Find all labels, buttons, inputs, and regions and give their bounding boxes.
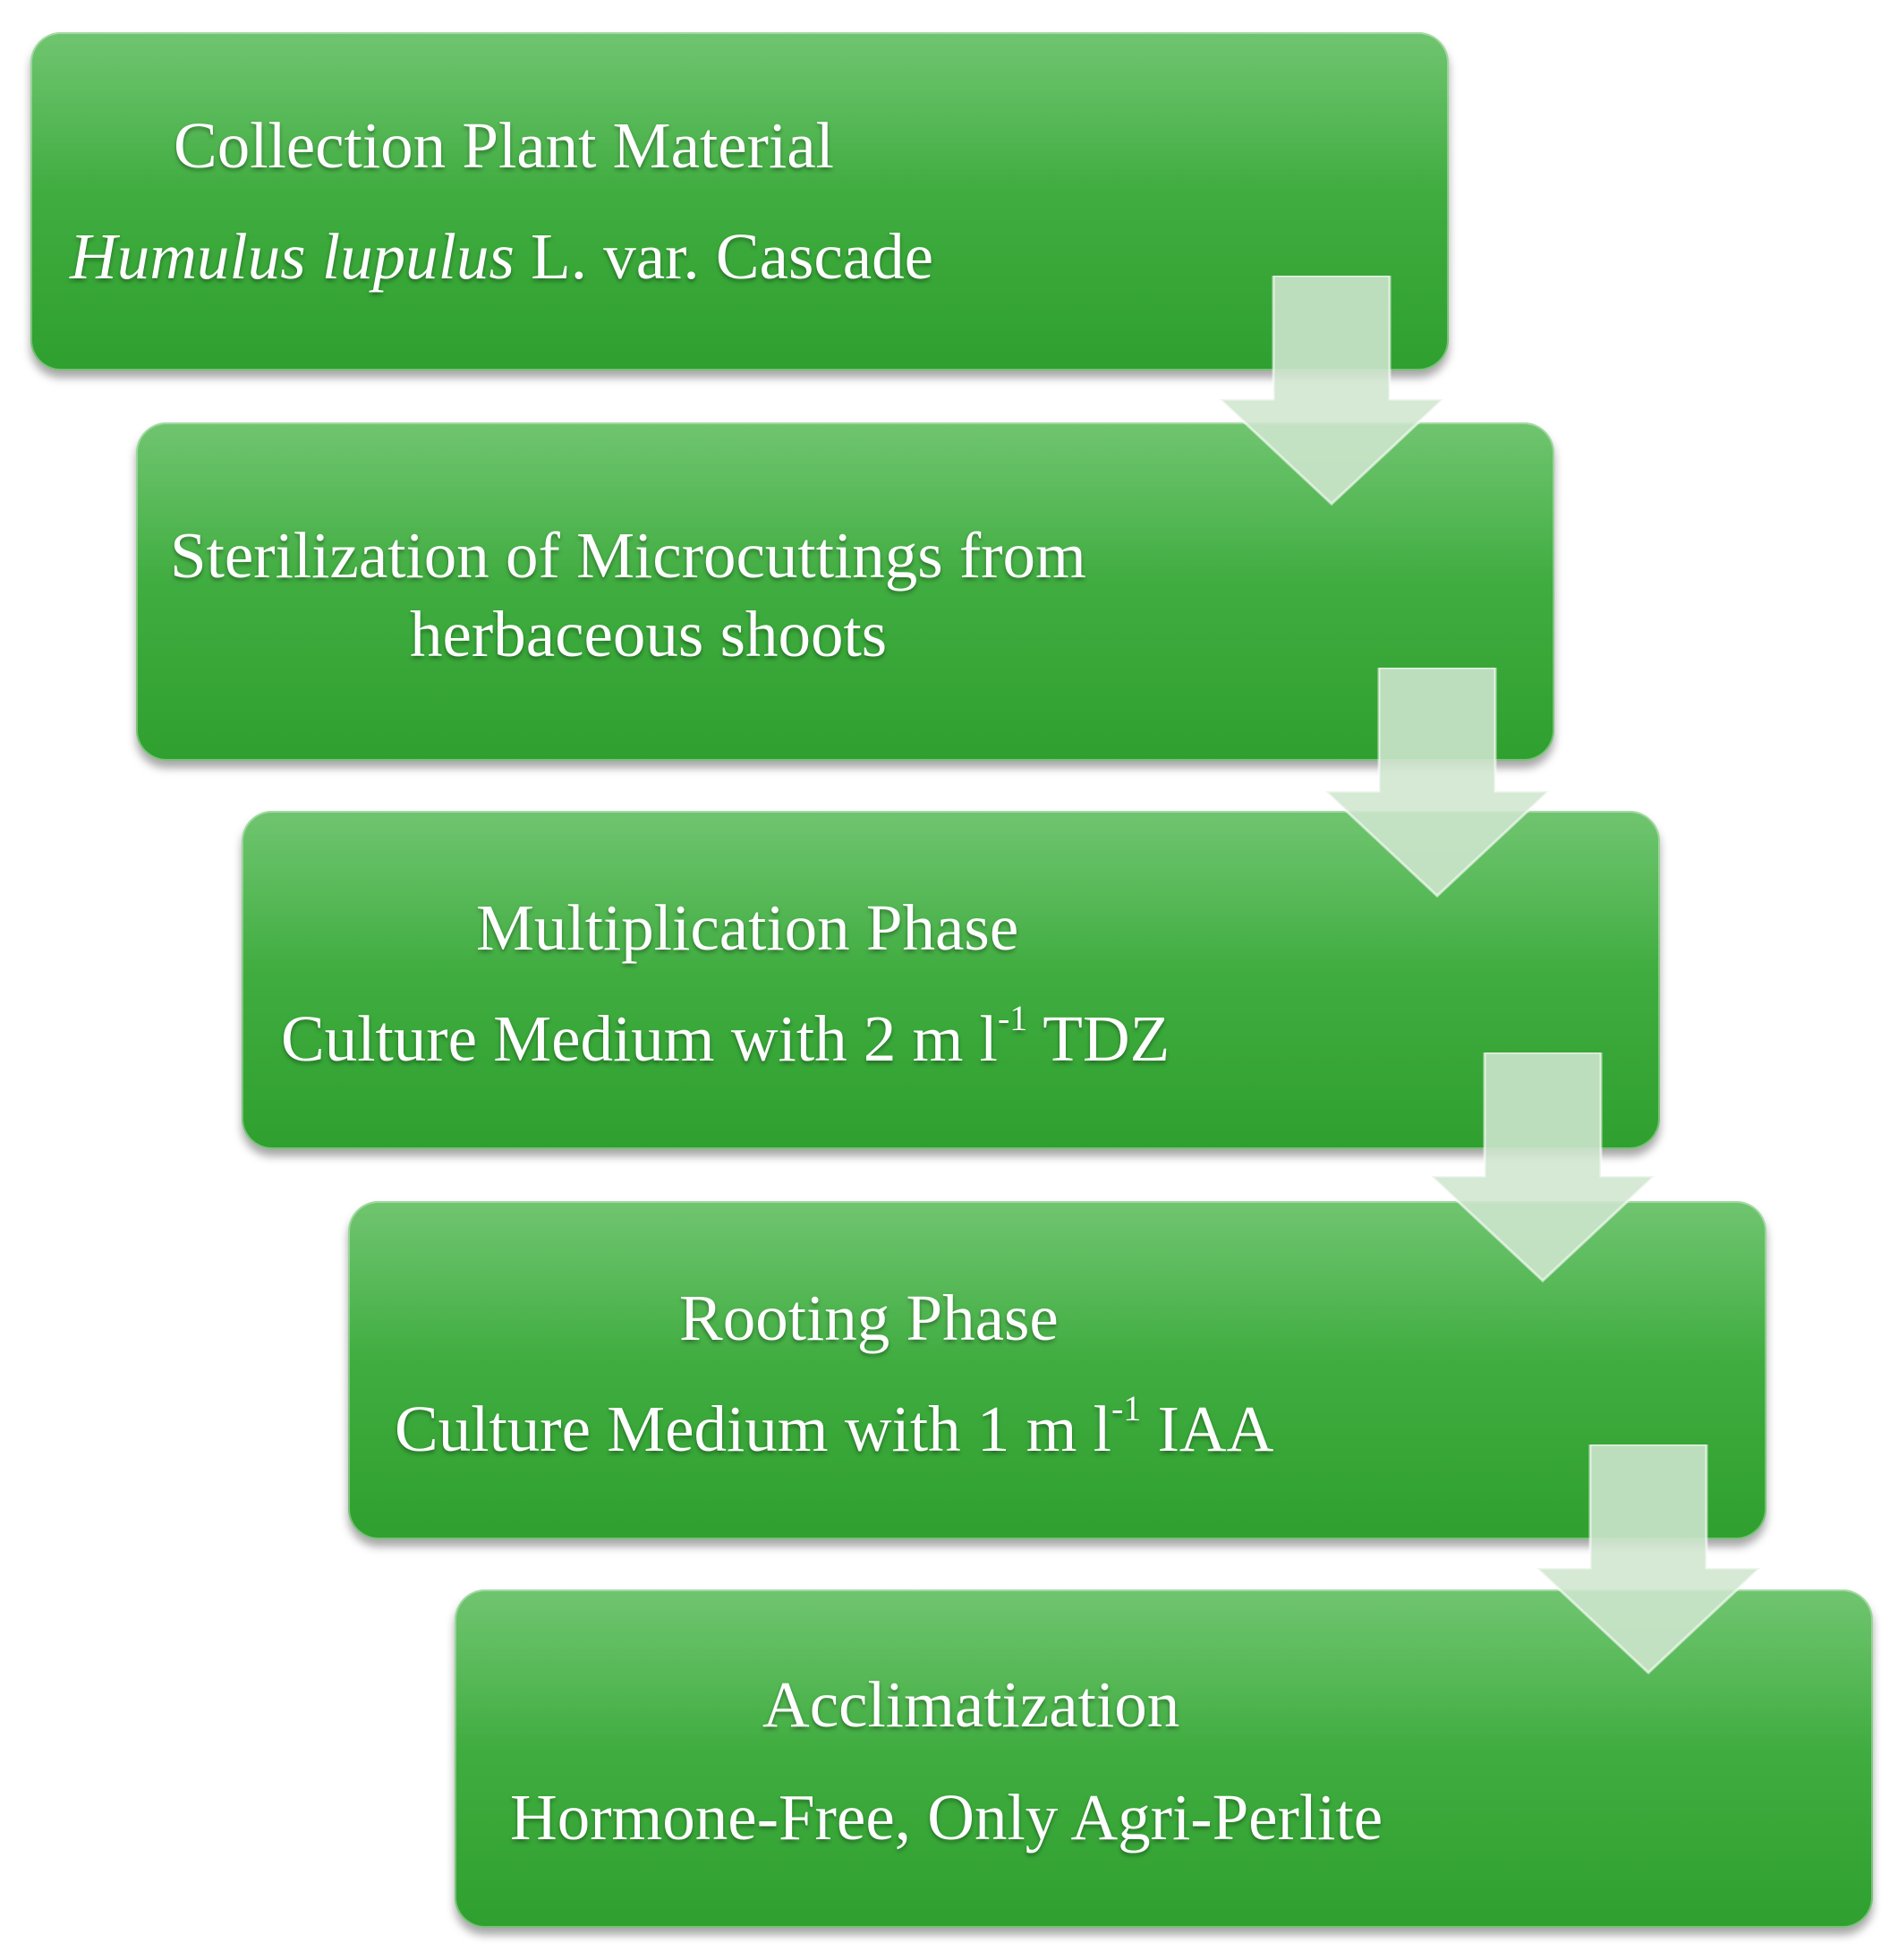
step3-title: Multiplication Phase [476,891,1019,964]
step2-line1: Sterilization of Microcuttings from [170,519,1086,592]
down-arrow-icon [1322,668,1553,899]
step-multiplication-phase: Multiplication Phase Culture Medium with… [242,811,1660,1149]
species-name: Humulus lupulus [70,220,515,293]
step5-detail: Hormone-Free, Only Agri-Perlite [510,1781,1383,1853]
step4-title: Rooting Phase [679,1282,1059,1354]
down-arrow-icon [1533,1444,1764,1675]
step-collection-plant-material: Collection Plant Material Humulus lupulu… [30,32,1449,371]
step1-subtitle: Humulus lupulus L. var. Cascade [70,224,933,289]
step4-detail-text: Culture Medium with 1 m l [395,1393,1111,1465]
down-arrow-icon [1427,1052,1658,1283]
step3-detail: Culture Medium with 2 m l-1 TDZ [281,1000,1170,1071]
step-rooting-phase: Rooting Phase Culture Medium with 1 m l-… [348,1201,1766,1539]
step2-line2: herbaceous shoots [410,598,888,670]
step3-detail-exponent: -1 [997,997,1028,1038]
step4-detail: Culture Medium with 1 m l-1 IAA [395,1390,1273,1461]
step3-detail-hormone: TDZ [1027,1002,1170,1075]
down-arrow-icon [1216,276,1447,507]
step1-title: Collection Plant Material [174,109,834,182]
step4-detail-exponent: -1 [1111,1387,1142,1428]
step4-detail-hormone: IAA [1141,1393,1274,1465]
step5-title: Acclimatization [762,1668,1180,1741]
variety-name: L. var. Cascade [514,220,934,293]
step3-detail-text: Culture Medium with 2 m l [281,1002,998,1075]
